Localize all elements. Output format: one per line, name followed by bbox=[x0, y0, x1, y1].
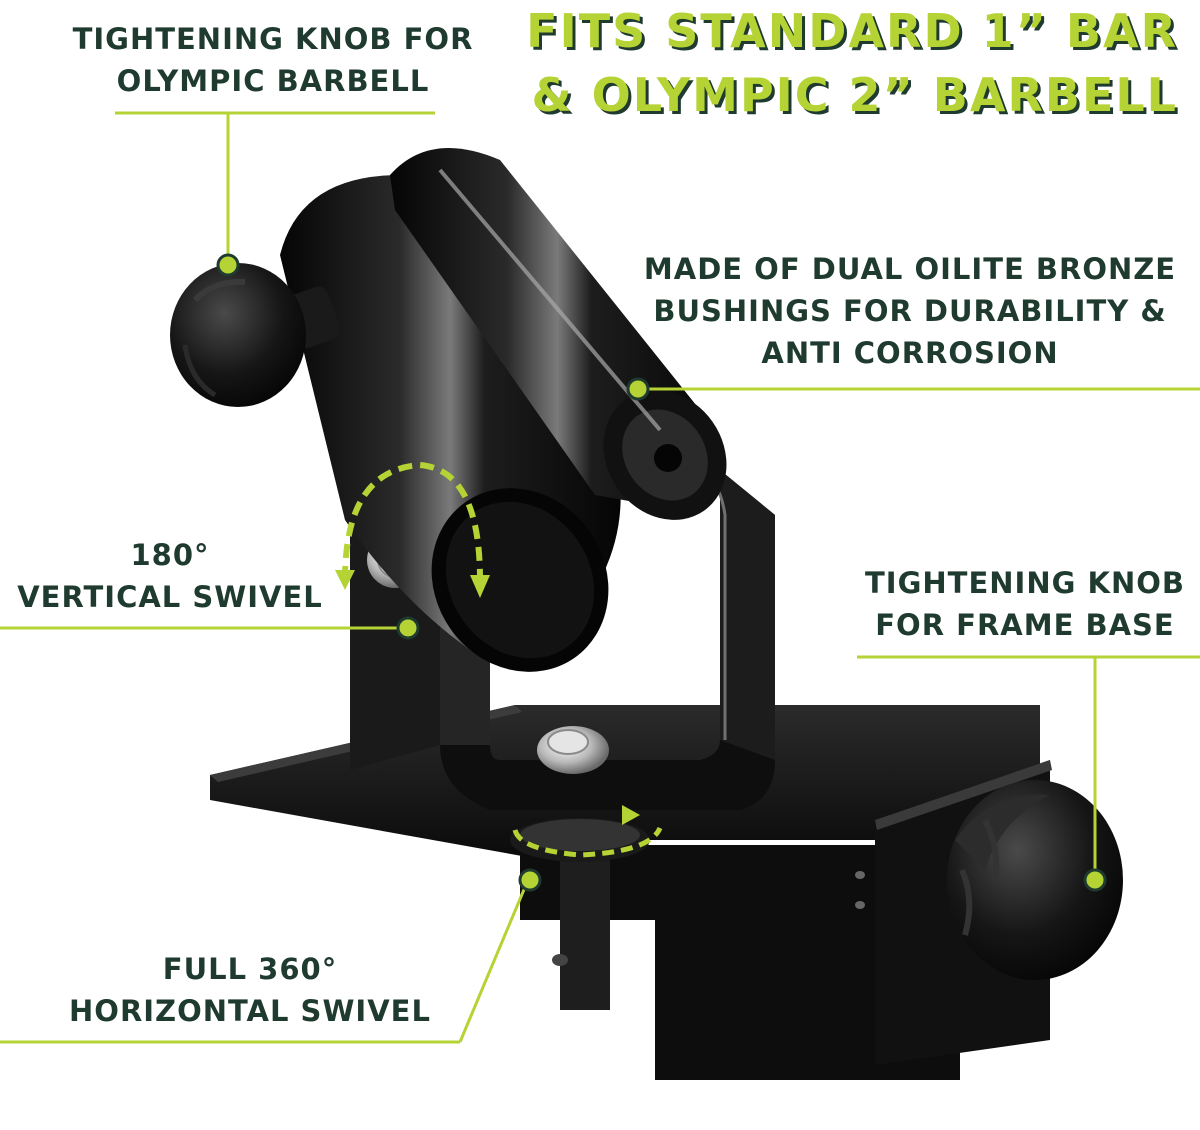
callout-line: FULL 360° bbox=[162, 952, 338, 986]
callout-knob-barbell: TIGHTENING KNOB FOR OLYMPIC BARBELL bbox=[58, 18, 488, 102]
barbell-knob bbox=[170, 263, 341, 407]
callout-line: 180° bbox=[130, 538, 210, 572]
callout-dot bbox=[216, 253, 240, 277]
callout-line: FOR FRAME BASE bbox=[875, 608, 1175, 642]
center-bolt bbox=[537, 726, 609, 774]
callout-line: VERTICAL SWIVEL bbox=[17, 580, 323, 614]
callout-horizontal-swivel: FULL 360° HORIZONTAL SWIVEL bbox=[30, 948, 470, 1032]
callout-line: BUSHINGS FOR DURABILITY & bbox=[653, 294, 1167, 328]
vertical-swivel-arrow bbox=[335, 461, 490, 598]
headline-line-1: FITS STANDARD 1” BAR bbox=[526, 4, 1178, 58]
callout-bushings: MADE OF DUAL OILITE BRONZE BUSHINGS FOR … bbox=[640, 248, 1180, 374]
callout-vertical-swivel: 180° VERTICAL SWIVEL bbox=[0, 534, 340, 618]
mount-hole bbox=[855, 871, 865, 879]
callout-line: HORIZONTAL SWIVEL bbox=[69, 994, 431, 1028]
mount-hole bbox=[855, 901, 865, 909]
callout-line: TIGHTENING KNOB FOR bbox=[72, 22, 474, 56]
leader-lines bbox=[0, 111, 1200, 1044]
callout-line: OLYMPIC BARBELL bbox=[116, 64, 430, 98]
callout-dot bbox=[626, 377, 650, 401]
callout-knob-frame: TIGHTENING KNOB FOR FRAME BASE bbox=[850, 562, 1200, 646]
leader-dots bbox=[216, 253, 1107, 892]
callout-line: TIGHTENING KNOB bbox=[865, 566, 1185, 600]
callout-dot bbox=[1083, 868, 1107, 892]
frame-base-knob bbox=[947, 780, 1123, 980]
mount-hole bbox=[552, 954, 568, 966]
callout-dot bbox=[518, 868, 542, 892]
standard-bar-tube bbox=[390, 148, 727, 520]
callout-dot bbox=[396, 616, 420, 640]
horizontal-swivel-arrow bbox=[512, 805, 663, 858]
swivel-disk bbox=[520, 819, 640, 851]
headline-line-2: & OLYMPIC 2” BARBELL bbox=[531, 68, 1178, 122]
callout-line: ANTI CORROSION bbox=[761, 336, 1059, 370]
callout-line: MADE OF DUAL OILITE BRONZE bbox=[643, 252, 1177, 286]
